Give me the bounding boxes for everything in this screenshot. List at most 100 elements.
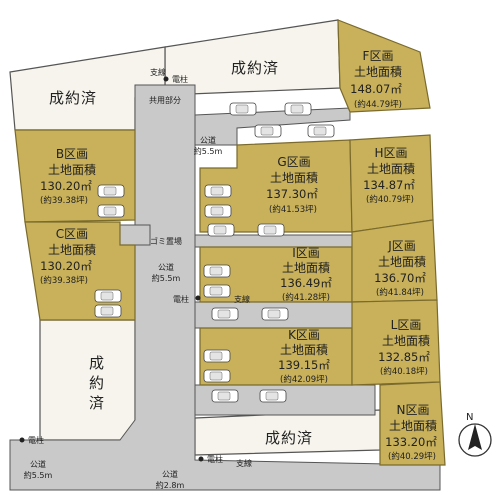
sold-label-left-2: 約 bbox=[89, 374, 105, 392]
road-width-upper: 約5.5m bbox=[194, 146, 223, 156]
lot-label-K: K区画 土地面積 139.15㎡ (約42.09坪) bbox=[278, 328, 330, 385]
lot-B-label: 土地面積 bbox=[48, 162, 96, 177]
lot-C-label: 土地面積 bbox=[48, 242, 96, 257]
lot-I-tsubo: (約41.28坪) bbox=[282, 292, 330, 303]
car-icon bbox=[204, 184, 232, 198]
lot-K-tsubo: (約42.09坪) bbox=[280, 374, 328, 385]
car-icon bbox=[254, 124, 282, 138]
lot-I-area: 136.49㎡ bbox=[280, 276, 332, 290]
road-width-bottom-left: 約5.5m bbox=[24, 470, 53, 480]
lot-label-B: B区画 土地面積 130.20㎡ (約39.38坪) bbox=[40, 147, 96, 206]
lot-B-area: 130.20㎡ bbox=[40, 179, 92, 193]
car-icon bbox=[204, 204, 232, 218]
lot-F-area: 148.07㎡ bbox=[350, 82, 402, 96]
lot-label-L: L区画 土地面積 132.85㎡ (約40.18坪) bbox=[378, 318, 430, 377]
lot-L-area: 132.85㎡ bbox=[378, 350, 430, 364]
pole-label-top: 電柱 bbox=[172, 74, 188, 84]
sold-label-left-1: 成 bbox=[89, 354, 105, 372]
utility-pole-bottom: 電柱 支線 bbox=[198, 454, 252, 468]
lot-label-G: G区画 土地面積 137.30㎡ (約41.53坪) bbox=[266, 155, 318, 215]
lot-K-name: K区画 bbox=[288, 328, 320, 342]
branch-label-top: 支線 bbox=[150, 67, 166, 77]
lot-C-name: C区画 bbox=[56, 227, 88, 241]
utility-pole-middle: 電柱 支線 bbox=[173, 294, 250, 304]
lot-F-tsubo: (約44.79坪) bbox=[354, 99, 402, 110]
sold-parcel-top-center bbox=[164, 19, 341, 96]
utility-pole-bottom-left: 電柱 bbox=[19, 435, 44, 445]
lot-K-label: 土地面積 bbox=[280, 342, 328, 357]
lot-C-area: 130.20㎡ bbox=[40, 259, 92, 273]
lot-G-area: 137.30㎡ bbox=[266, 187, 318, 201]
car-icon bbox=[229, 102, 257, 116]
lot-L-label: 土地面積 bbox=[382, 333, 430, 348]
lot-H-label: 土地面積 bbox=[367, 161, 415, 176]
lot-N bbox=[379, 381, 446, 466]
lot-H-name: H区画 bbox=[374, 146, 407, 160]
lot-label-I: I区画 土地面積 136.49㎡ (約41.28坪) bbox=[280, 246, 332, 303]
lot-G-tsubo: (約41.53坪) bbox=[269, 204, 317, 215]
garbage-yard-label: ゴミ置場 bbox=[150, 236, 182, 246]
car-icon bbox=[94, 304, 122, 318]
road-width-bottom: 約2.8m bbox=[156, 480, 185, 490]
road-label-bottom: 公道 bbox=[162, 469, 178, 479]
lot-I-name: I区画 bbox=[292, 246, 320, 260]
car-icon bbox=[203, 349, 231, 363]
car-icon bbox=[259, 389, 287, 403]
lot-F-label: 土地面積 bbox=[354, 64, 402, 79]
sold-label-top-center: 成約済 bbox=[231, 59, 279, 77]
car-icon bbox=[307, 124, 335, 138]
car-icon bbox=[261, 307, 289, 321]
branch-label-bottom: 支線 bbox=[236, 458, 252, 468]
parking-spaces bbox=[94, 102, 335, 403]
lot-L-name: L区画 bbox=[391, 318, 422, 332]
lot-G-label: 土地面積 bbox=[270, 170, 318, 185]
lot-C-tsubo: (約39.38坪) bbox=[40, 275, 88, 286]
lot-label-C: C区画 土地面積 130.20㎡ (約39.38坪) bbox=[40, 227, 96, 286]
road-label-upper: 公道 bbox=[200, 135, 216, 145]
lot-N-name: N区画 bbox=[397, 403, 430, 417]
lot-label-J: J区画 土地面積 136.70㎡ (約41.84坪) bbox=[374, 239, 426, 298]
sold-label-bottom: 成約済 bbox=[265, 429, 313, 447]
sold-label-left-3: 済 bbox=[89, 394, 105, 412]
road-width-middle: 約5.5m bbox=[152, 273, 181, 283]
road-main bbox=[9, 84, 441, 491]
lot-label-F: F区画 土地面積 148.07㎡ (約44.79坪) bbox=[350, 49, 402, 110]
lot-label-N: N区画 土地面積 133.20㎡ (約40.29坪) bbox=[385, 403, 437, 462]
lot-I-label: 土地面積 bbox=[282, 260, 330, 275]
lot-label-H: H区画 土地面積 134.87㎡ (約40.79坪) bbox=[363, 146, 415, 205]
pole-label-bottom: 電柱 bbox=[207, 454, 223, 464]
lot-F-name: F区画 bbox=[363, 49, 394, 63]
lot-J-label: 土地面積 bbox=[378, 254, 426, 269]
car-icon bbox=[211, 389, 239, 403]
lot-G-name: G区画 bbox=[277, 155, 310, 169]
sold-label-top-left: 成約済 bbox=[49, 89, 97, 107]
lot-K-area: 139.15㎡ bbox=[278, 358, 330, 372]
lot-N-area: 133.20㎡ bbox=[385, 435, 437, 449]
north-label: N bbox=[466, 412, 473, 423]
lot-B bbox=[14, 129, 136, 223]
road-row-g bbox=[194, 234, 376, 248]
lot-J-name: J区画 bbox=[387, 239, 416, 253]
car-icon bbox=[203, 264, 231, 278]
pole-label-middle: 電柱 bbox=[173, 294, 189, 304]
lot-H-tsubo: (約40.79坪) bbox=[366, 194, 414, 205]
lot-N-label: 土地面積 bbox=[389, 418, 437, 433]
road-label-bottom-left: 公道 bbox=[30, 459, 46, 469]
lot-F bbox=[337, 19, 431, 113]
car-icon bbox=[257, 223, 285, 237]
car-icon bbox=[203, 369, 231, 383]
branch-label-middle: 支線 bbox=[234, 294, 250, 304]
common-area-label: 共用部分 bbox=[149, 95, 181, 105]
car-icon bbox=[207, 223, 235, 237]
utility-pole-top: 電柱 支線 bbox=[150, 67, 188, 84]
road-label-middle: 公道 bbox=[158, 262, 174, 272]
car-icon bbox=[284, 102, 312, 116]
lot-N-tsubo: (約40.29坪) bbox=[388, 451, 436, 462]
pole-label-bottom-left: 電柱 bbox=[28, 435, 44, 445]
lot-L-tsubo: (約40.18坪) bbox=[380, 366, 428, 377]
sold-parcel-left bbox=[39, 319, 136, 441]
car-icon bbox=[97, 204, 125, 218]
north-arrow-icon bbox=[468, 424, 482, 450]
car-icon bbox=[97, 184, 125, 198]
